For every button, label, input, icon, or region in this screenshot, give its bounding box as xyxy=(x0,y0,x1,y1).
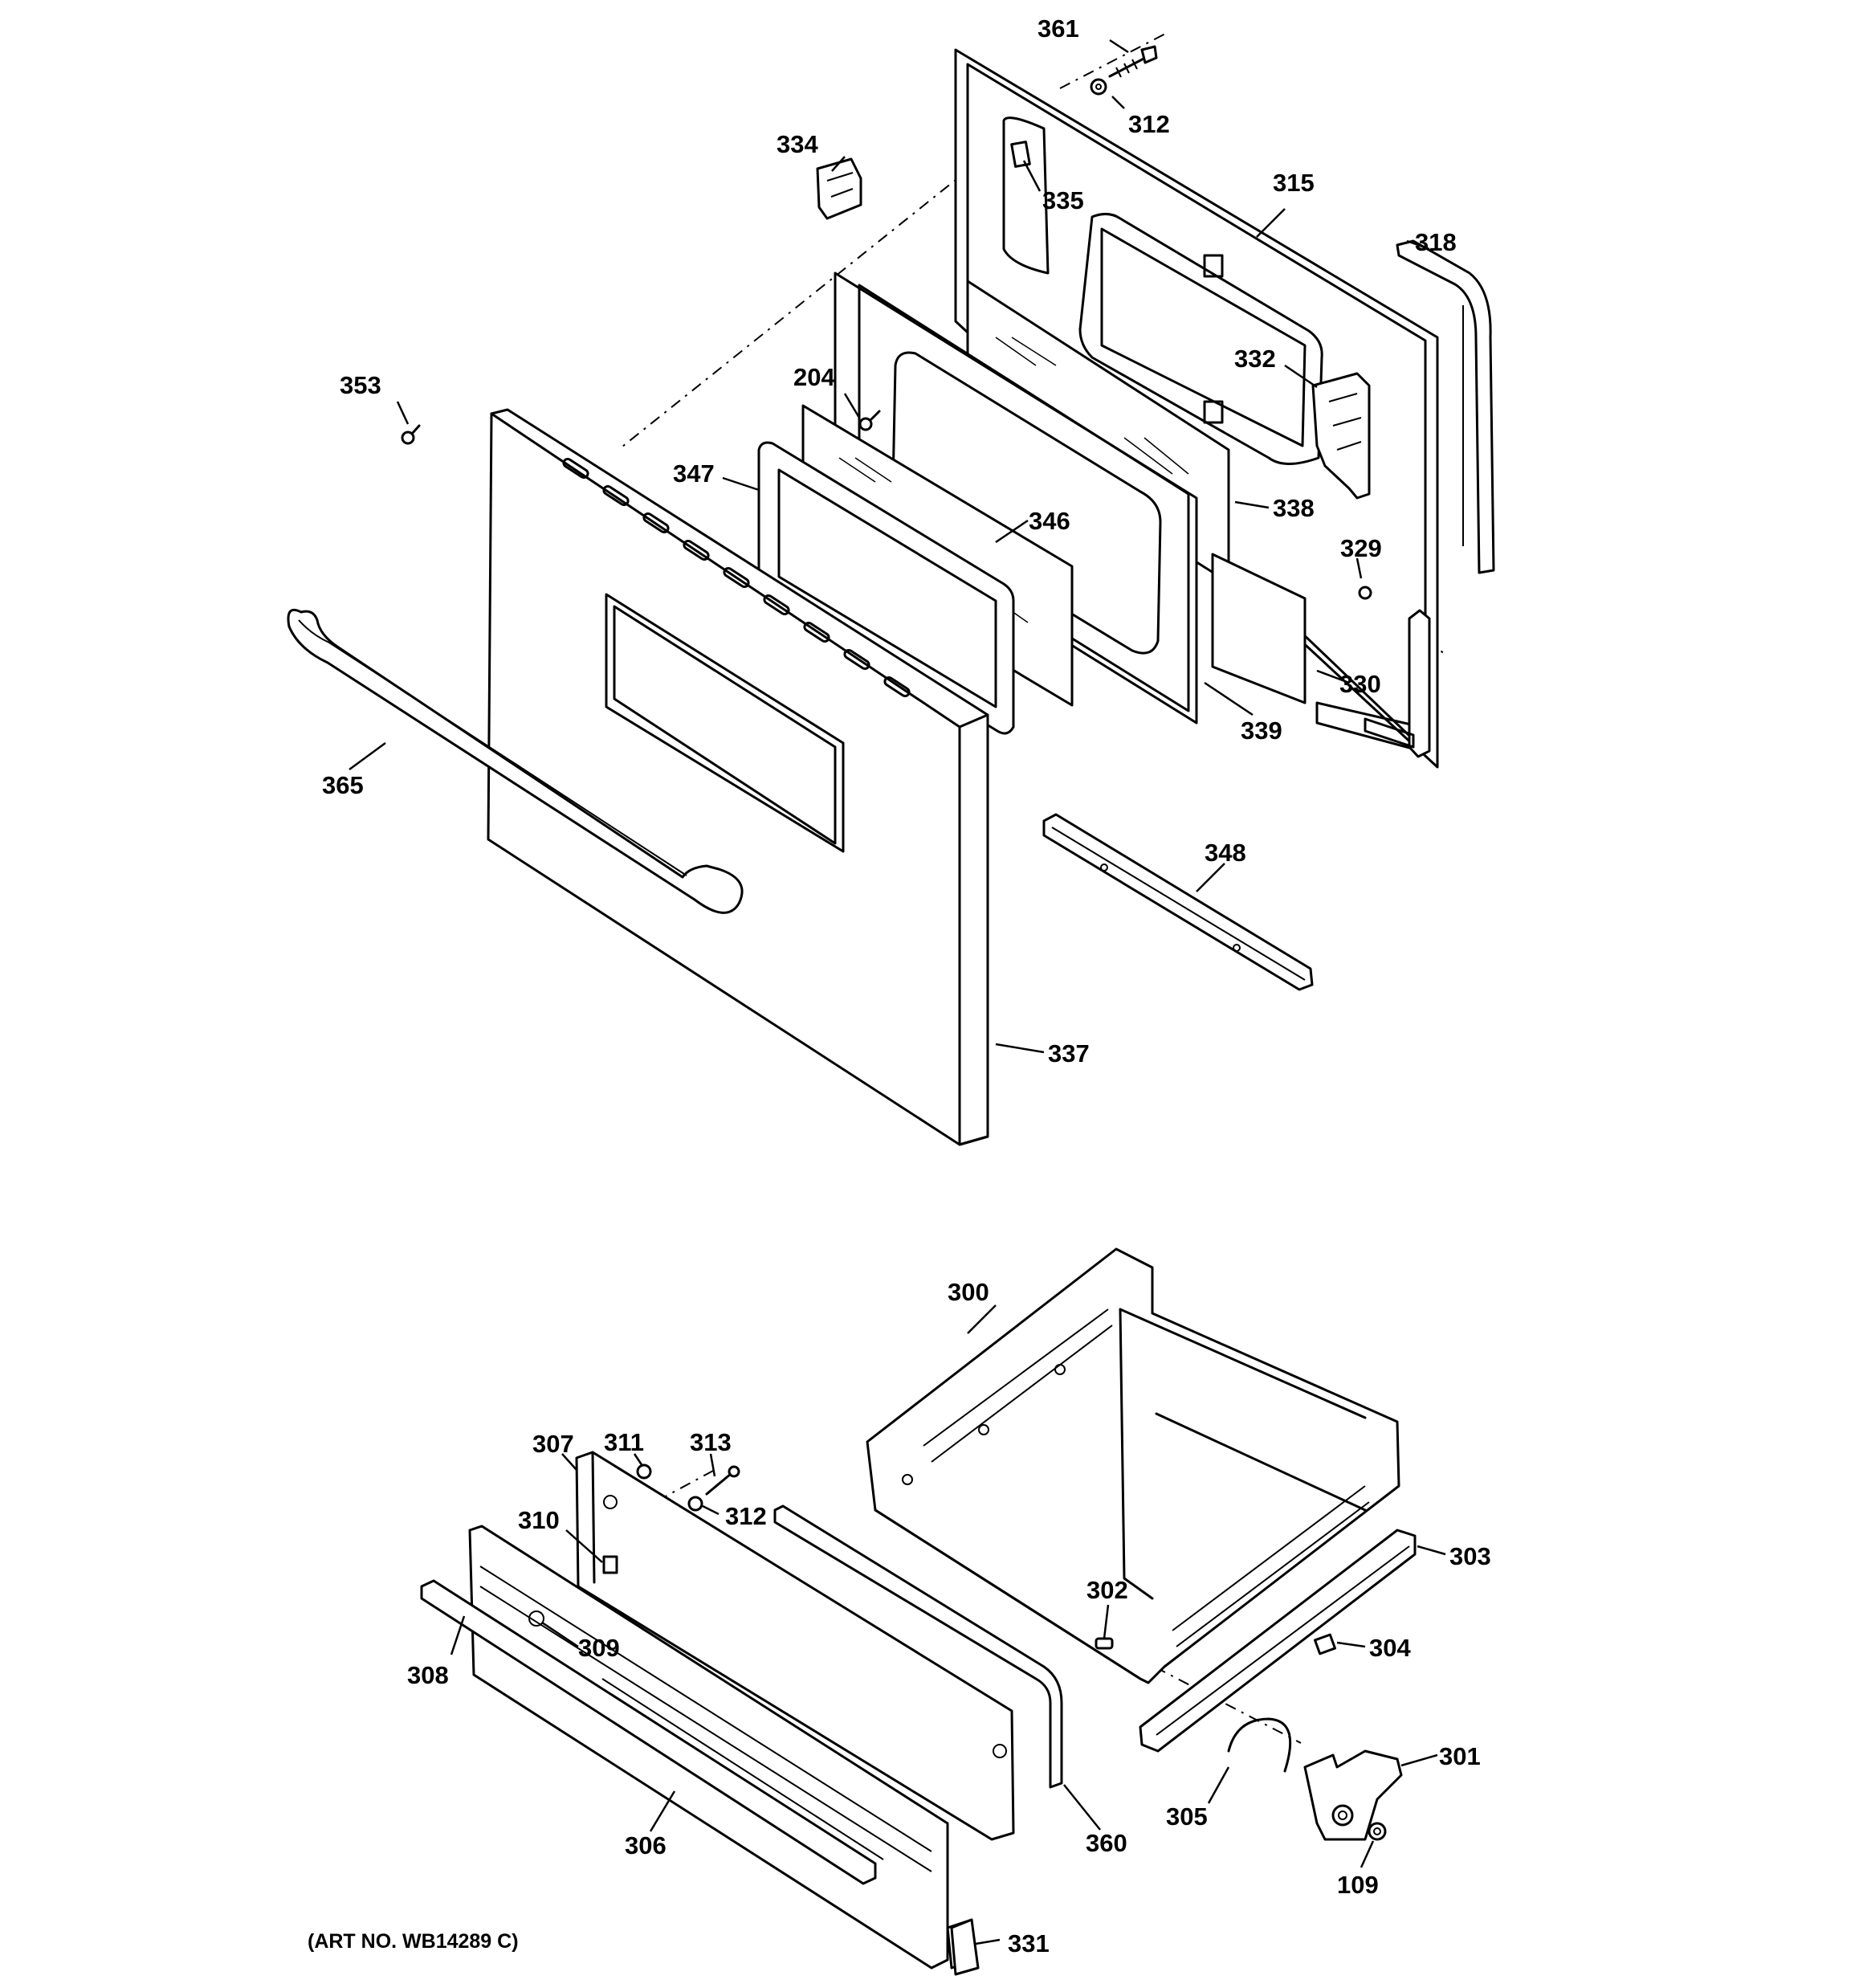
screw-204 xyxy=(858,410,881,431)
leader-lines xyxy=(349,39,1446,1945)
callout-312-lower: 312 xyxy=(725,1502,767,1530)
storage-drawer-assembly xyxy=(420,1247,1417,1976)
callout-305: 305 xyxy=(1166,1802,1208,1831)
callout-labels: 361 312 334 335 315 318 353 204 332 347 … xyxy=(308,14,1491,1957)
vent-slots xyxy=(562,457,911,698)
callout-329: 329 xyxy=(1340,534,1382,562)
screw-361 xyxy=(1108,45,1158,78)
callout-361: 361 xyxy=(1037,14,1079,43)
bracket-335 xyxy=(1010,141,1031,168)
bracket-301 xyxy=(1303,1749,1403,1841)
callout-365: 365 xyxy=(322,771,364,799)
callout-109: 109 xyxy=(1337,1871,1379,1899)
callout-338: 338 xyxy=(1273,494,1315,522)
drawer-handle-308 xyxy=(420,1579,877,1885)
inner-liner-204 xyxy=(834,271,1198,725)
callout-315: 315 xyxy=(1273,169,1315,197)
drawer-trim-360 xyxy=(773,1504,1063,1789)
callout-301: 301 xyxy=(1439,1742,1481,1770)
callout-330: 330 xyxy=(1339,670,1381,698)
bracket-310 xyxy=(602,1555,618,1574)
insulation-332 xyxy=(1311,372,1371,500)
callout-302: 302 xyxy=(1086,1576,1128,1604)
nut-109 xyxy=(1368,1822,1387,1841)
callout-318: 318 xyxy=(1415,228,1457,256)
callout-335: 335 xyxy=(1042,186,1084,214)
support-bar-348 xyxy=(1042,813,1314,991)
callout-309: 309 xyxy=(578,1634,620,1662)
callout-339: 339 xyxy=(1241,716,1282,745)
drawer-body-300 xyxy=(866,1247,1400,1684)
callout-331: 331 xyxy=(1008,1929,1050,1957)
callout-310: 310 xyxy=(518,1506,560,1534)
callout-353: 353 xyxy=(340,371,381,399)
outer-door-337 xyxy=(487,408,989,1146)
callout-204: 204 xyxy=(793,363,835,391)
nut-312-lower xyxy=(687,1496,703,1512)
callout-312: 312 xyxy=(1128,110,1170,138)
art-number: (ART NO. WB14289 C) xyxy=(308,1930,519,1953)
spring-305 xyxy=(1227,1717,1292,1773)
panel-339 xyxy=(1211,553,1307,704)
callout-348: 348 xyxy=(1205,839,1246,867)
door-window xyxy=(605,593,845,853)
nut-312-upper xyxy=(1090,78,1107,96)
clip-304 xyxy=(1314,1633,1336,1655)
callout-347: 347 xyxy=(673,459,715,488)
door-side-trim-318 xyxy=(1396,239,1495,574)
nut-311 xyxy=(636,1463,652,1480)
screw-313 xyxy=(705,1465,740,1496)
callout-332: 332 xyxy=(1234,345,1276,373)
callout-304: 304 xyxy=(1369,1634,1411,1662)
hinge-330 xyxy=(1364,609,1431,758)
callout-337: 337 xyxy=(1048,1039,1090,1067)
screw-329 xyxy=(1358,586,1372,600)
callout-311: 311 xyxy=(604,1428,644,1456)
callout-360: 360 xyxy=(1086,1829,1127,1857)
callout-313: 313 xyxy=(690,1428,732,1456)
callout-346: 346 xyxy=(1029,507,1070,535)
callout-306: 306 xyxy=(625,1831,667,1859)
bracket-331 xyxy=(950,1918,980,1976)
alignment-line xyxy=(1059,31,1169,89)
callout-308: 308 xyxy=(407,1661,449,1689)
callout-307: 307 xyxy=(532,1430,574,1458)
callout-334: 334 xyxy=(777,130,818,158)
oven-door-assembly xyxy=(287,31,1495,1146)
callout-300: 300 xyxy=(948,1278,989,1306)
door-handle-365 xyxy=(287,608,744,914)
screw-353 xyxy=(401,424,421,445)
pin-302 xyxy=(1095,1637,1114,1650)
slide-rail-303 xyxy=(1139,1529,1417,1753)
clip-334 xyxy=(816,157,862,220)
callout-303: 303 xyxy=(1449,1542,1491,1570)
inner-door-panel-315 xyxy=(954,48,1439,769)
